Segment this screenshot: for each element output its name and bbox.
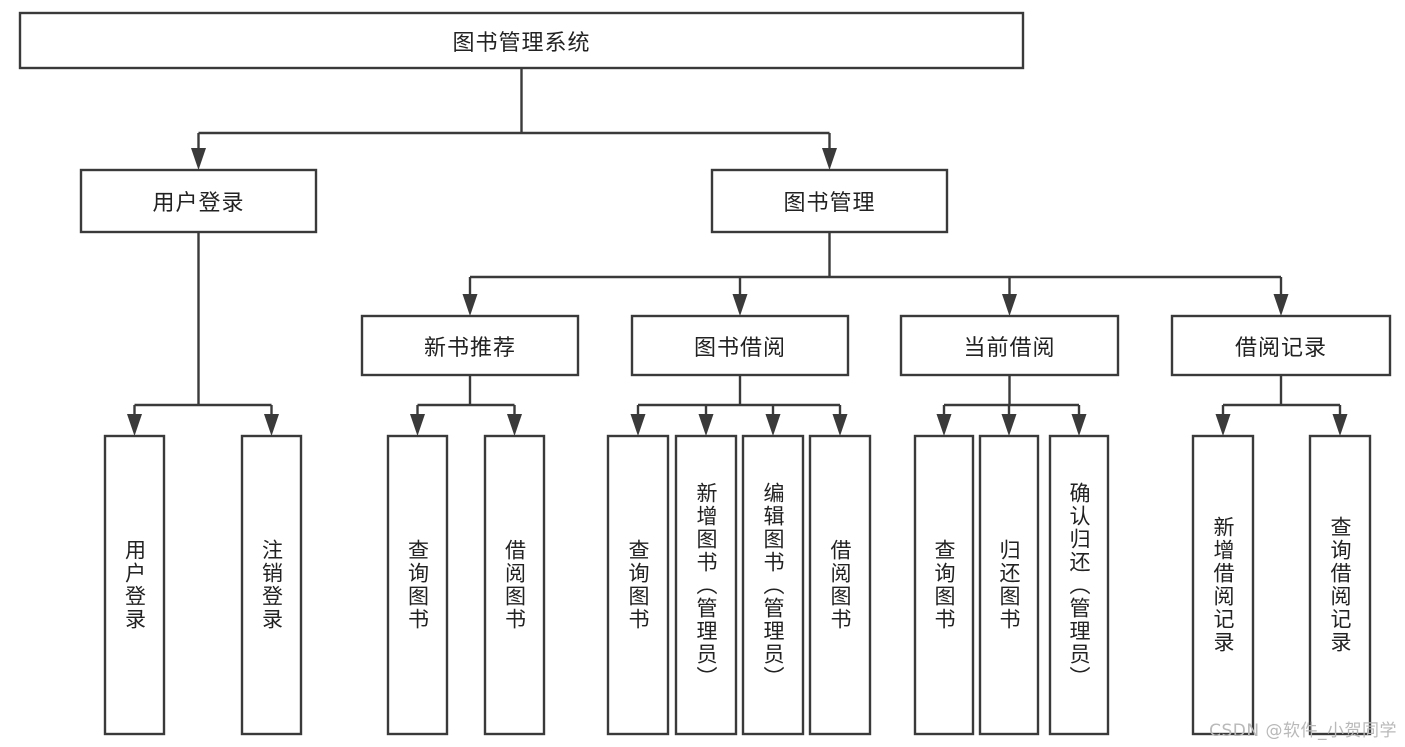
group-1-leaf-0-arrow xyxy=(410,414,425,436)
level1-node-1[interactable] xyxy=(710,168,949,234)
level1-to-level2-0-arrow xyxy=(462,294,478,316)
group-2-leaf-1-arrow xyxy=(698,414,714,436)
group-3-leaf-0-arrow xyxy=(936,414,952,436)
group-2-leaf-3-arrow xyxy=(832,414,848,436)
leaf-node-10[interactable] xyxy=(1048,434,1110,736)
group-4-leaf-0-arrow xyxy=(1215,414,1231,436)
level1-to-level2-2-arrow xyxy=(1002,294,1017,316)
leaf-node-2[interactable] xyxy=(386,434,449,736)
root-to-level1-0-arrow xyxy=(191,148,206,170)
leaf-node-3[interactable] xyxy=(483,434,546,736)
level2-node-0[interactable] xyxy=(360,314,580,377)
group-3-leaf-1-arrow xyxy=(1001,414,1017,436)
node-box-layer xyxy=(18,11,1392,736)
leaf-node-4[interactable] xyxy=(606,434,670,736)
group-0-leaf-1-arrow xyxy=(264,414,279,436)
level1-to-level2-1-arrow xyxy=(732,294,748,316)
group-4-leaf-1-arrow xyxy=(1332,414,1348,436)
leaf-node-0[interactable] xyxy=(103,434,166,736)
leaf-node-9[interactable] xyxy=(978,434,1040,736)
group-2-leaf-2-arrow xyxy=(765,414,781,436)
level1-node-0[interactable] xyxy=(79,168,318,234)
level2-node-2[interactable] xyxy=(899,314,1120,377)
leaf-node-11[interactable] xyxy=(1191,434,1255,736)
leaf-node-5[interactable] xyxy=(674,434,738,736)
level2-node-3[interactable] xyxy=(1170,314,1392,377)
csdn-watermark: CSDN @软件_小贺同学 xyxy=(1209,721,1397,741)
group-0-leaf-0-arrow xyxy=(127,414,142,436)
root-node[interactable] xyxy=(18,11,1025,70)
leaf-node-1[interactable] xyxy=(240,434,303,736)
group-3-leaf-2-arrow xyxy=(1071,414,1087,436)
group-2-leaf-0-arrow xyxy=(630,414,646,436)
connector-layer xyxy=(127,68,1348,436)
leaf-node-7[interactable] xyxy=(808,434,872,736)
leaf-node-6[interactable] xyxy=(741,434,805,736)
root-to-level1-1-arrow xyxy=(822,148,837,170)
level2-node-1[interactable] xyxy=(630,314,850,377)
leaf-node-8[interactable] xyxy=(913,434,975,736)
level1-to-level2-3-arrow xyxy=(1273,294,1289,316)
group-1-leaf-1-arrow xyxy=(507,414,522,436)
leaf-node-12[interactable] xyxy=(1308,434,1372,736)
